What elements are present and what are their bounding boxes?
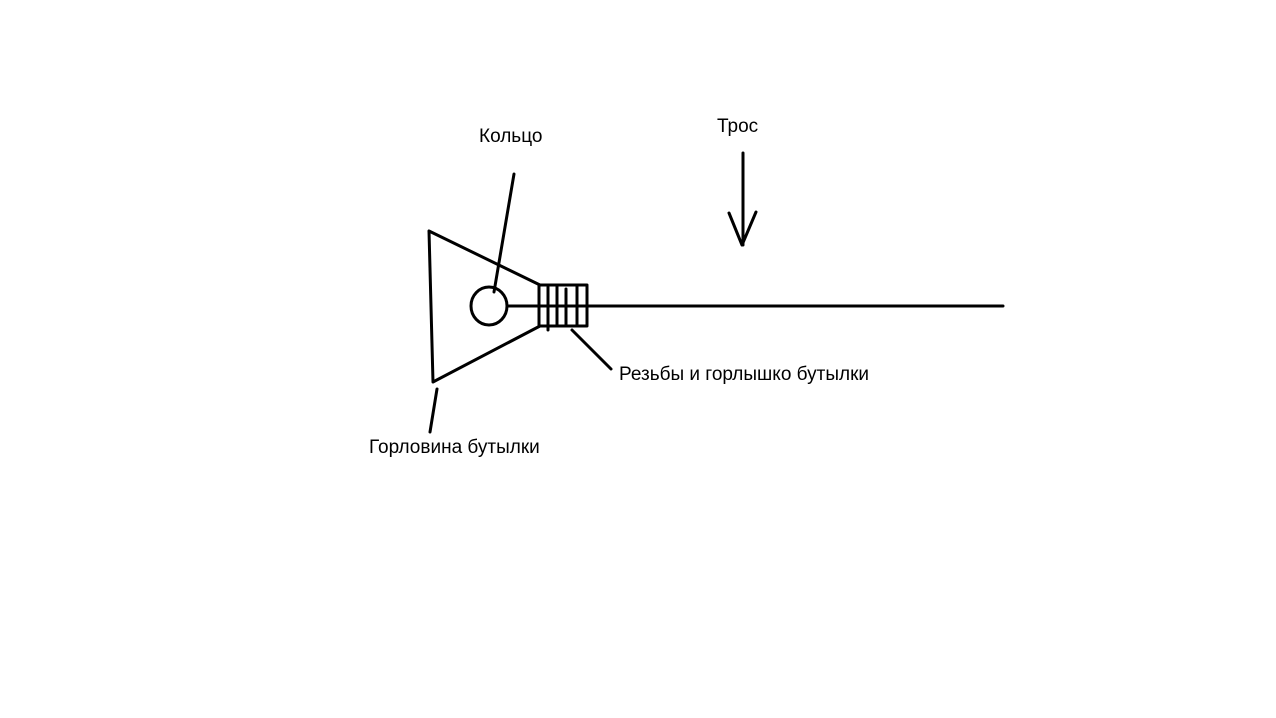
cable-label: Трос	[717, 116, 759, 137]
neck-leader-line	[428, 387, 439, 434]
bottle-neck-shape	[427, 229, 542, 384]
bottle-neck-label: Горловина бутылки	[369, 437, 540, 458]
threads-leader-line	[570, 328, 613, 371]
arrow-head-icon	[727, 210, 758, 247]
ring-shape	[469, 285, 509, 327]
threads-label: Резьбы и горлышко бутылки	[619, 364, 869, 385]
ring-label: Кольцо	[479, 126, 543, 147]
ring-leader-line	[492, 172, 516, 294]
